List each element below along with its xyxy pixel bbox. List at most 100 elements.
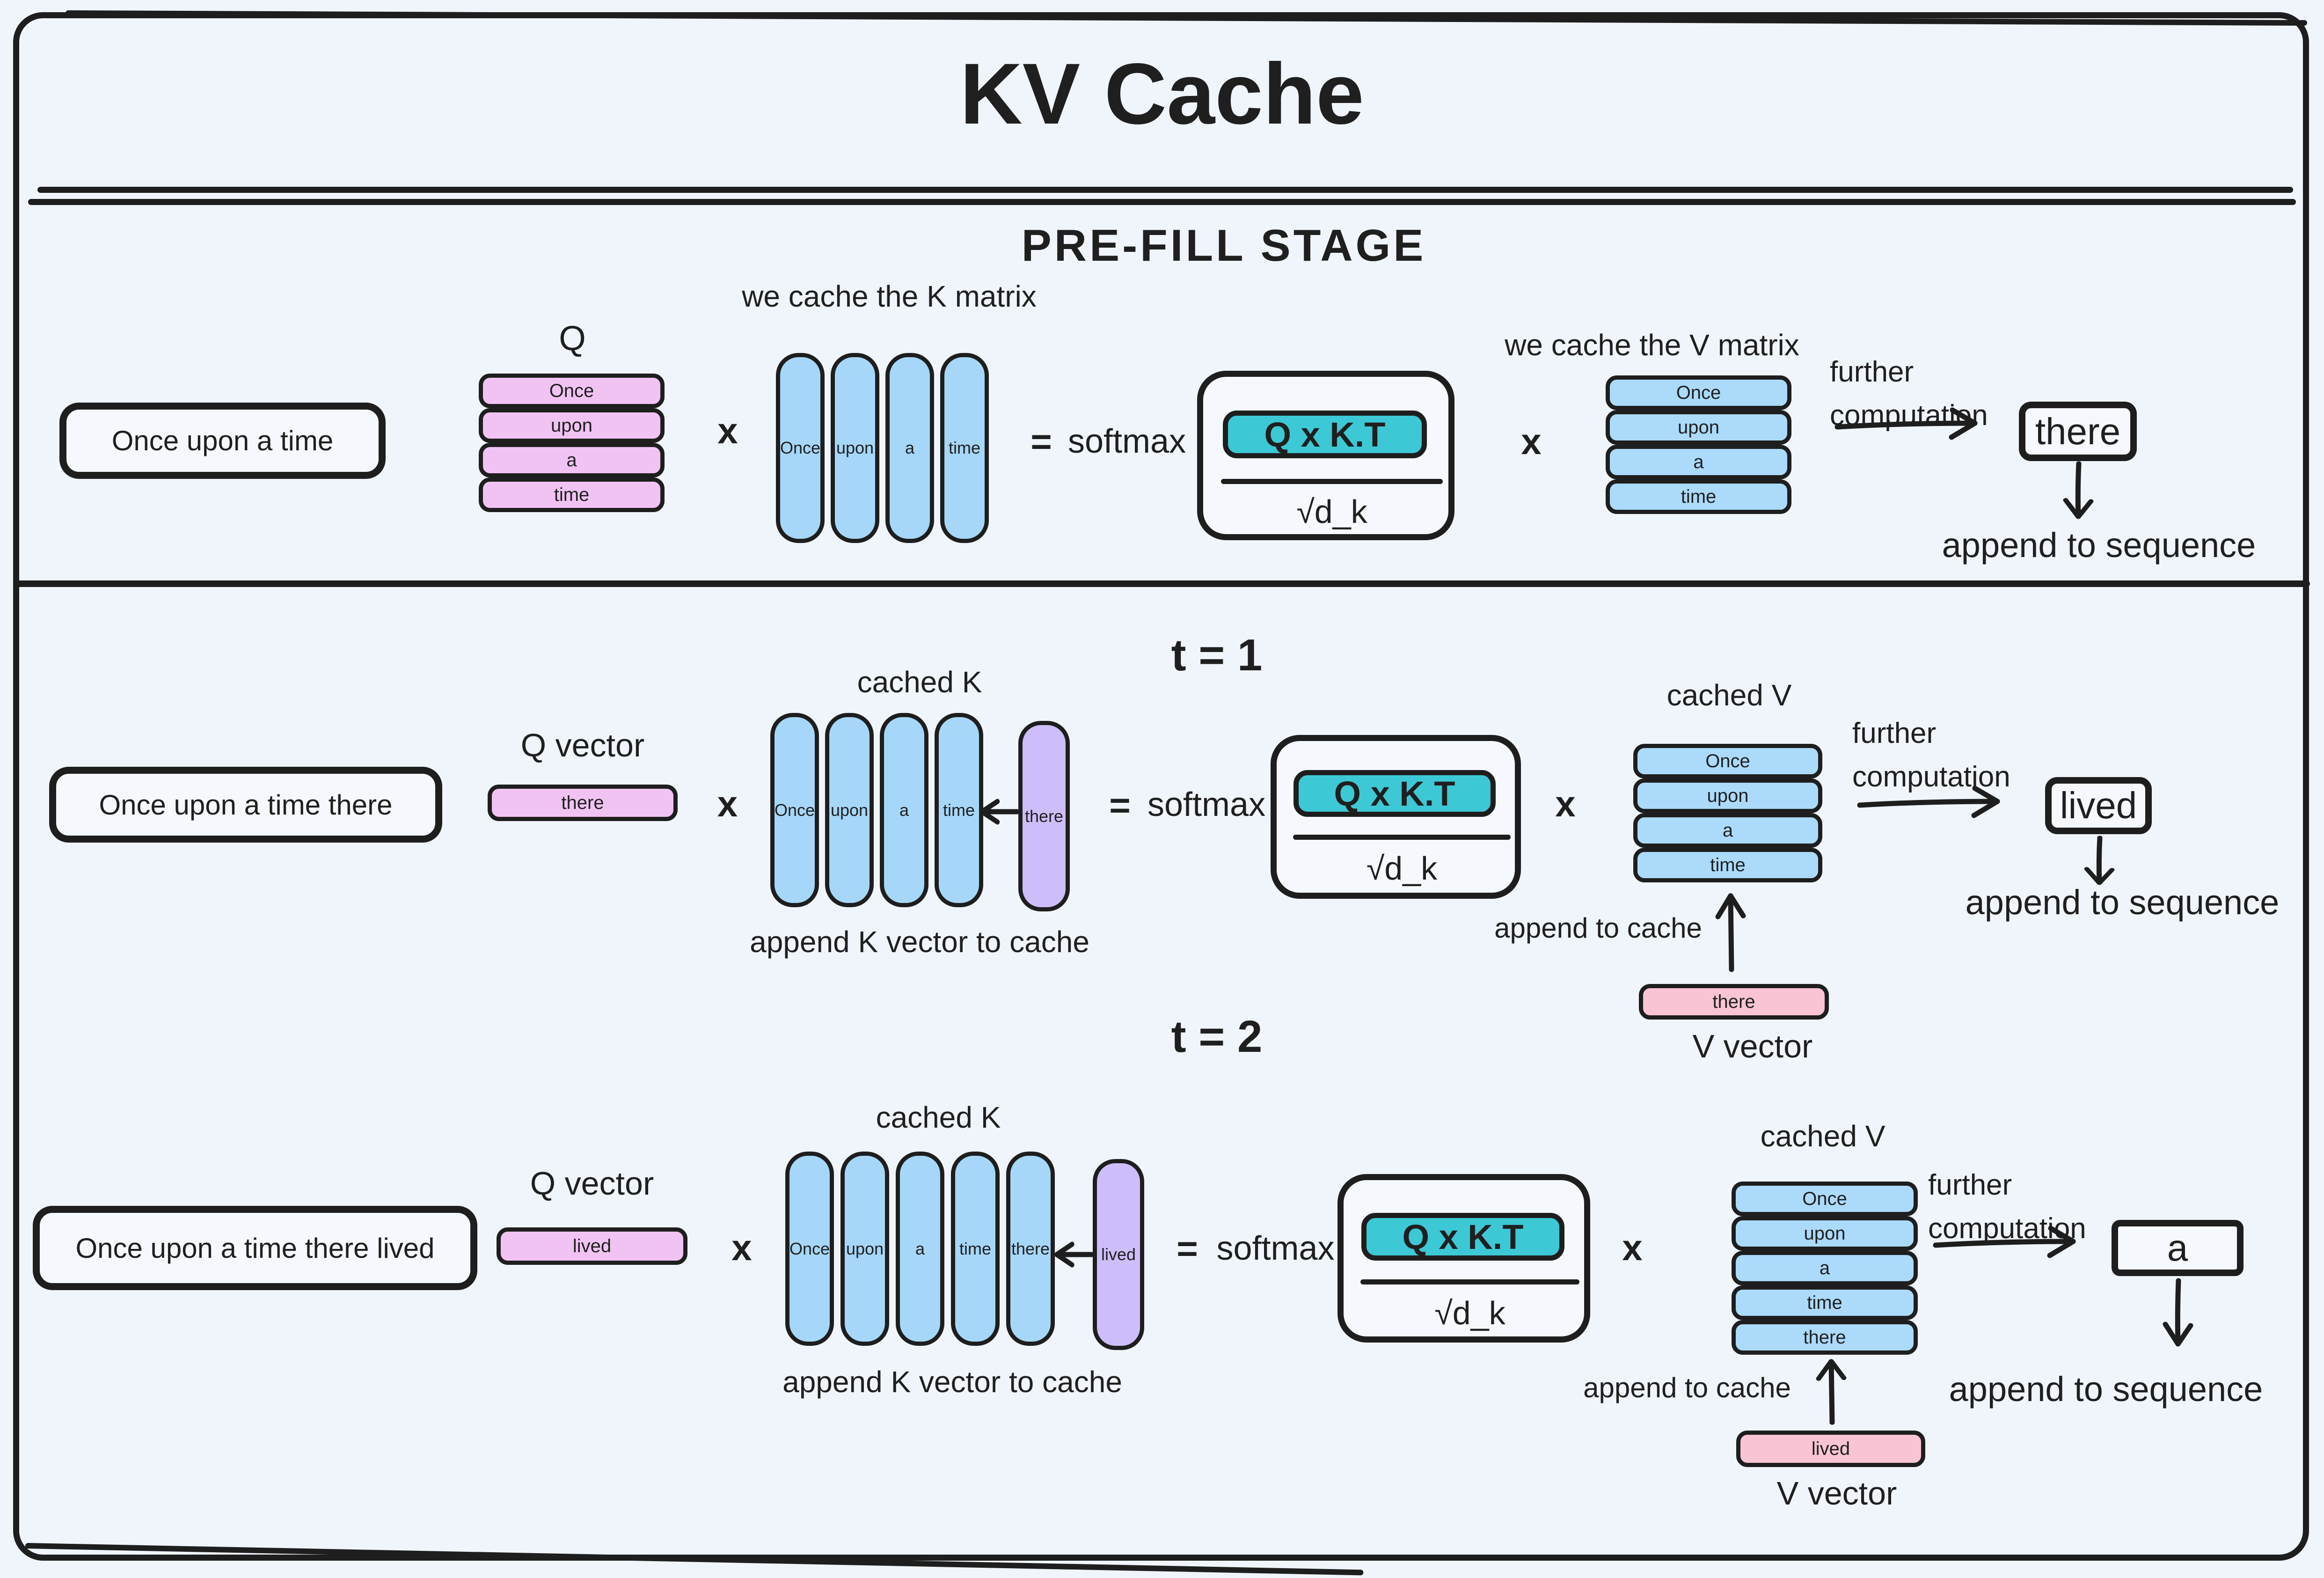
softmax-label: softmax — [1147, 786, 1266, 823]
equals-operator: = — [1030, 421, 1052, 462]
fraction-line — [1360, 1279, 1579, 1284]
t2-sequence-box: Once upon a time there lived — [33, 1206, 477, 1290]
t2-v-vector-token: lived — [1736, 1431, 1925, 1467]
t2-heading: t = 2 — [1171, 1012, 1263, 1062]
prefill-q-label: Q — [559, 319, 586, 358]
t1-q-vector-label: Q vector — [520, 727, 645, 763]
t1-sequence-box: Once upon a time there — [49, 767, 442, 843]
softmax-fraction-box: Q x K.T √d_k — [1271, 735, 1521, 899]
further-computation-label: further computation — [1928, 1169, 2086, 1245]
t1-v-vector-token: there — [1639, 984, 1829, 1020]
k-matrix-caption: we cache the K matrix — [742, 279, 1037, 313]
k-cache-column: a — [896, 1152, 944, 1346]
down-arrow-icon — [2163, 1278, 2193, 1347]
right-arrow-icon — [1933, 1226, 2076, 1258]
new-k-vector-column: there — [1018, 721, 1070, 911]
q-matrix-row: time — [479, 477, 665, 512]
t2-v-vector-label: V vector — [1776, 1475, 1897, 1512]
k-matrix-column: Once — [776, 353, 825, 543]
down-arrow-icon — [2084, 836, 2115, 885]
qkt-numerator-box: Q x K.T — [1361, 1213, 1564, 1261]
new-k-vector-column: lived — [1093, 1159, 1144, 1350]
t1-q-vector-token: there — [488, 785, 678, 821]
q-matrix-row: upon — [479, 408, 665, 443]
t1-append-to-cache-label: append to cache — [1494, 912, 1702, 944]
qkt-numerator-box: Q x K.T — [1294, 770, 1496, 817]
k-matrix-column: upon — [831, 353, 879, 543]
v-matrix-row: Once — [1606, 375, 1791, 410]
t2-append-to-cache-label: append to cache — [1583, 1372, 1791, 1403]
equals-operator: = — [1177, 1228, 1198, 1269]
title-divider-line-1 — [37, 187, 2293, 193]
multiply-operator: x — [717, 783, 738, 824]
output-token-box: there — [2019, 402, 2137, 461]
multiply-operator: x — [731, 1227, 752, 1268]
left-arrow-icon — [1054, 1241, 1094, 1268]
prefill-sequence-box: Once upon a time — [59, 403, 386, 479]
t2-q-vector-label: Q vector — [530, 1165, 654, 1202]
t1-cached-k-label: cached K — [857, 665, 982, 699]
k-cache-column: time — [951, 1152, 1000, 1346]
v-matrix-row: upon — [1606, 410, 1791, 445]
sqrt-dk-denominator: √d_k — [1296, 493, 1367, 530]
q-matrix-row: Once — [479, 374, 665, 408]
append-to-sequence-label: append to sequence — [1965, 883, 2280, 922]
prefill-stage-heading: PRE-FILL STAGE — [1021, 220, 1426, 271]
k-cache-column: Once — [785, 1152, 834, 1346]
qkt-numerator-box: Q x K.T — [1223, 411, 1427, 458]
t1-cached-v-label: cached V — [1666, 678, 1792, 712]
down-arrow-icon — [2063, 461, 2094, 519]
output-token-box: a — [2112, 1220, 2244, 1276]
page-title: KV Cache — [960, 46, 1364, 142]
v-cache-row: a — [1732, 1251, 1918, 1285]
v-cache-row: a — [1633, 813, 1822, 848]
equals-operator: = — [1109, 785, 1131, 826]
sqrt-dk-denominator: √d_k — [1366, 850, 1438, 887]
t2-q-vector-token: lived — [497, 1227, 687, 1265]
k-matrix-column: time — [940, 353, 989, 543]
v-matrix-row: time — [1606, 479, 1791, 514]
up-arrow-icon — [1715, 893, 1746, 972]
multiply-operator: x — [1521, 421, 1542, 462]
k-cache-column: upon — [840, 1152, 889, 1346]
append-to-sequence-label: append to sequence — [1949, 1370, 2263, 1409]
left-arrow-icon — [979, 799, 1020, 825]
t1-heading: t = 1 — [1171, 630, 1263, 680]
q-matrix-row: a — [479, 443, 665, 477]
v-cache-row: there — [1732, 1320, 1918, 1355]
k-cache-column: a — [880, 713, 928, 907]
fraction-line — [1221, 479, 1443, 484]
v-cache-row: Once — [1732, 1182, 1918, 1216]
right-arrow-icon — [1834, 407, 1978, 440]
softmax-fraction-box: Q x K.T √d_k — [1197, 371, 1454, 540]
v-cache-row: upon — [1633, 778, 1822, 813]
section-divider-line — [14, 580, 2310, 587]
softmax-fraction-box: Q x K.T √d_k — [1337, 1174, 1590, 1343]
t1-append-k-label: append K vector to cache — [750, 925, 1089, 959]
sqrt-dk-denominator: √d_k — [1434, 1295, 1505, 1331]
fraction-line — [1293, 835, 1511, 840]
title-divider-line-2 — [28, 199, 2296, 205]
up-arrow-icon — [1816, 1359, 1847, 1425]
v-cache-row: time — [1732, 1285, 1918, 1320]
t1-v-vector-label: V vector — [1692, 1028, 1813, 1064]
right-arrow-icon — [1857, 785, 2000, 818]
output-token-box: lived — [2045, 777, 2152, 834]
multiply-operator: x — [717, 410, 738, 451]
k-cache-column: upon — [825, 713, 874, 907]
t2-append-k-label: append K vector to cache — [782, 1365, 1122, 1399]
softmax-label: softmax — [1068, 423, 1186, 460]
v-cache-row: time — [1633, 848, 1822, 882]
v-matrix-row: a — [1606, 445, 1791, 479]
k-cache-column: Once — [770, 713, 819, 907]
further-computation-label: further computation — [1852, 717, 2010, 793]
k-cache-column: there — [1006, 1152, 1055, 1346]
multiply-operator: x — [1622, 1227, 1643, 1268]
v-matrix-caption: we cache the V matrix — [1505, 328, 1799, 362]
t2-cached-v-label: cached V — [1760, 1119, 1886, 1153]
append-to-sequence-label: append to sequence — [1942, 526, 2256, 565]
multiply-operator: x — [1555, 783, 1576, 824]
t2-cached-k-label: cached K — [876, 1101, 1001, 1134]
softmax-label: softmax — [1216, 1230, 1335, 1267]
